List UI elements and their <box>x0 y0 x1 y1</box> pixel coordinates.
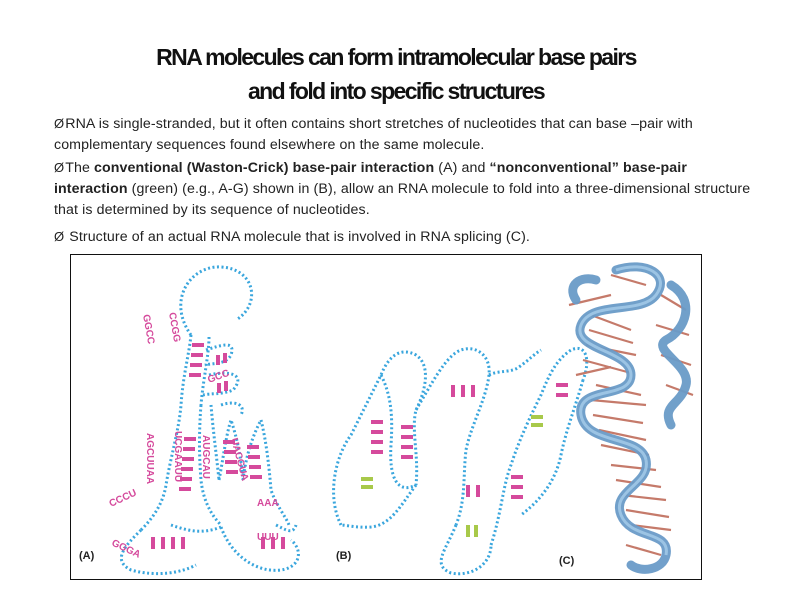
bullet-2-bold-2: “nonconventional” base-pair interaction <box>54 160 687 197</box>
panel-c-ribbon-highlight <box>578 265 668 556</box>
seq-a1: GGCC <box>140 314 156 345</box>
rna-structure-figure: GGCC CCGG GCC AGCUUAA UCGAAUU AUGCAU UAC… <box>70 254 702 580</box>
seq-a5: UCGAAUU <box>172 431 183 482</box>
panel-a-label: (A) <box>79 550 95 562</box>
panel-b-nonconventional-pairs <box>361 415 543 537</box>
panel-b-wc-pairs <box>371 383 568 499</box>
seq-a8: CCCU <box>108 488 139 510</box>
bullet-2-bold-1: conventional (Waston-Crick) base-pair in… <box>94 160 435 176</box>
bullet-3-text: Structure of an actual RNA molecule that… <box>65 229 530 245</box>
panel-c-3d-structure <box>568 262 694 574</box>
seq-a10: AAA <box>257 498 279 509</box>
panel-a-pairs <box>151 343 285 549</box>
seq-a9: GGGA <box>110 538 142 561</box>
arrow-bullet-icon: Ø <box>54 116 65 131</box>
arrow-bullet-icon: Ø <box>54 160 65 175</box>
panel-c-backbone-ribbon <box>568 262 691 574</box>
bullet-paragraph-3: Ø Structure of an actual RNA molecule th… <box>54 226 754 248</box>
seq-a2: CCGG <box>166 312 182 344</box>
bullet-2-text-pre: The <box>65 160 95 176</box>
panel-a-structure <box>119 265 300 576</box>
rna-structure-svg: GGCC CCGG GCC AGCUUAA UCGAAUU AUGCAU UAC… <box>79 262 694 576</box>
panel-b-label: (B) <box>336 550 352 562</box>
slide-title-line-2: and fold into specific structures <box>247 78 546 104</box>
seq-a4: AGCUUAA <box>144 433 155 484</box>
bullet-paragraph-2: ØThe conventional (Waston-Crick) base-pa… <box>54 157 754 221</box>
seq-a7: UACGUA <box>228 437 250 482</box>
panel-b-structure <box>332 346 589 576</box>
seq-a11: UUU <box>257 532 279 543</box>
bullet-2-text-mid: (A) and <box>434 160 490 176</box>
bullet-2-text-post: (green) (e.g., A-G) shown in (B), allow … <box>54 181 751 218</box>
arrow-bullet-icon: Ø <box>54 229 65 244</box>
panel-c-label: (C) <box>559 555 575 567</box>
bullet-1-text: RNA is single-stranded, but it often con… <box>54 116 693 153</box>
slide-title-line-1: RNA molecules can form intramolecular ba… <box>156 44 637 70</box>
seq-a6: AUGCAU <box>200 435 211 479</box>
bullet-paragraph-1: ØRNA is single-stranded, but it often co… <box>54 113 754 156</box>
